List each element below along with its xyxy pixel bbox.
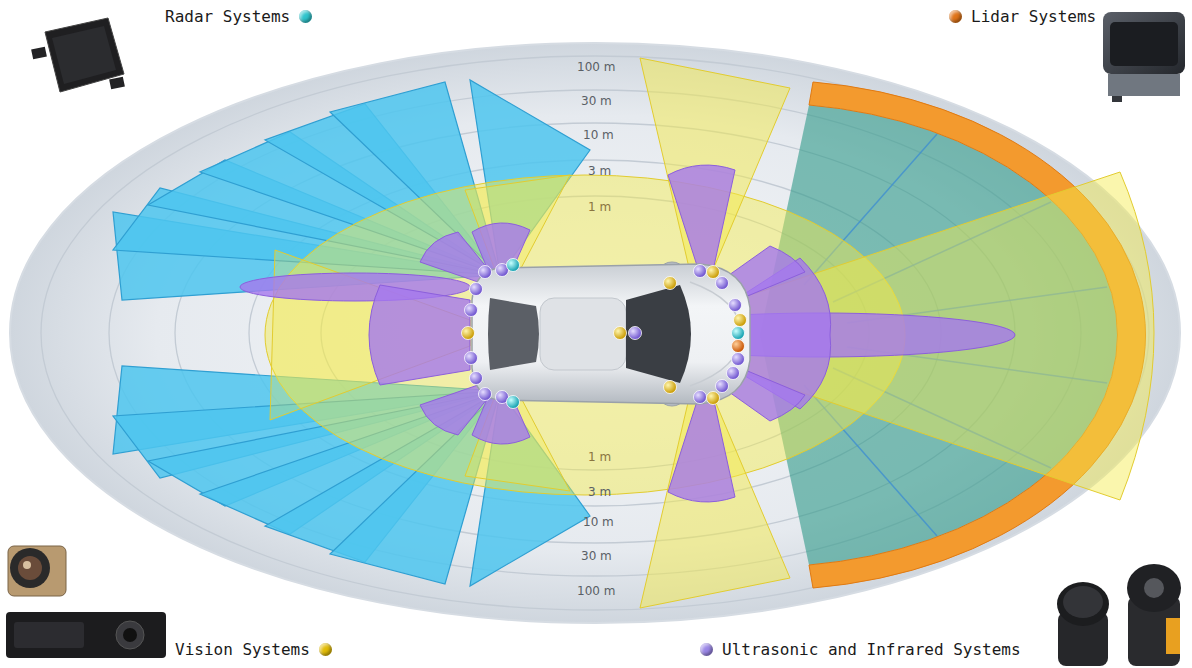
legend-item: Ultrasonic and Infrared Systems — [700, 640, 1021, 659]
legend-swatch — [700, 643, 713, 656]
legend-swatch — [949, 10, 962, 23]
legend-text: Lidar Systems — [971, 7, 1096, 26]
legend-text: Ultrasonic and Infrared Systems — [722, 640, 1021, 659]
legend-item: Vision Systems — [175, 640, 332, 659]
distance-label: 100 m — [577, 585, 615, 598]
distance-label: 10 m — [583, 516, 614, 529]
distance-label: 30 m — [581, 95, 612, 108]
distance-label: 3 m — [588, 165, 611, 178]
distance-label: 3 m — [588, 486, 611, 499]
legend-item: Radar Systems — [165, 7, 312, 26]
distance-label: 30 m — [581, 550, 612, 563]
legend-swatch — [299, 10, 312, 23]
ultrasonic-units — [1057, 564, 1181, 666]
radar-unit — [31, 18, 125, 92]
distance-label: 100 m — [577, 61, 615, 74]
legend-text: Radar Systems — [165, 7, 290, 26]
legend-swatch — [319, 643, 332, 656]
lidar-unit — [1103, 12, 1185, 102]
car-illustration — [472, 262, 750, 406]
distance-label: 10 m — [583, 129, 614, 142]
distance-label: 1 m — [588, 451, 611, 464]
legend-item: Lidar Systems — [949, 7, 1096, 26]
distance-label: 1 m — [588, 201, 611, 214]
camera-units — [6, 546, 166, 658]
legend-text: Vision Systems — [175, 640, 310, 659]
